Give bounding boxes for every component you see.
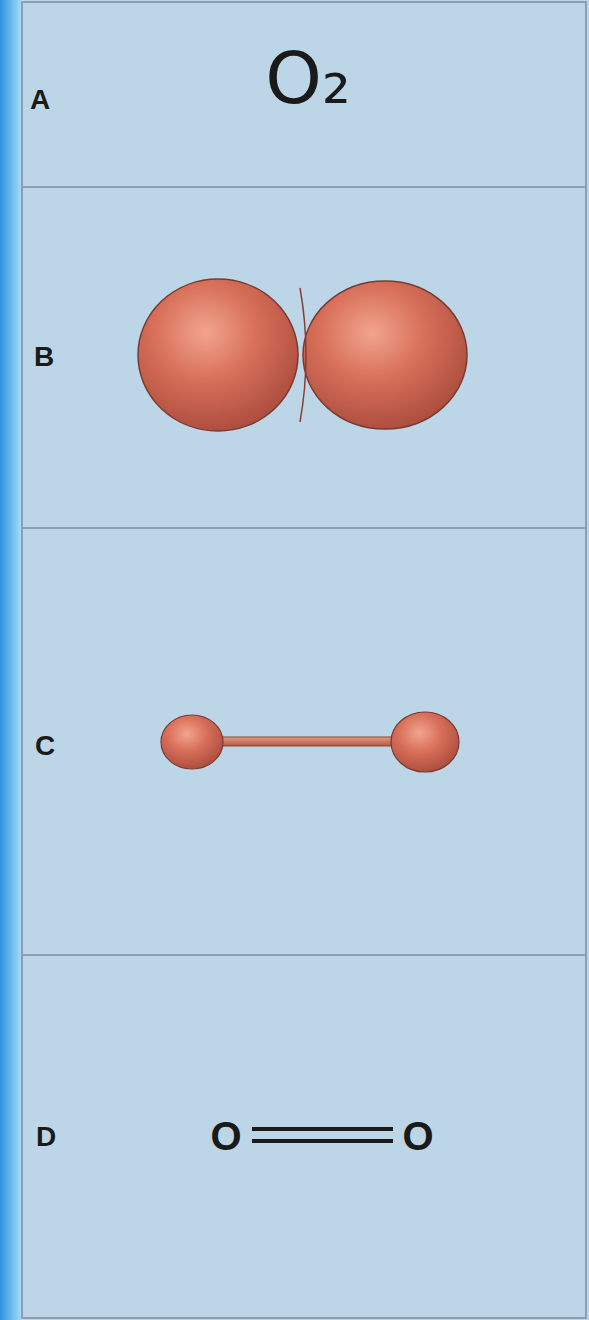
atom-symbol: O	[210, 1116, 241, 1156]
panel-divider	[22, 527, 586, 529]
panel-letter: D	[36, 1123, 56, 1151]
ball-and-stick-model	[161, 712, 459, 772]
atom-symbol: O	[402, 1116, 433, 1156]
edge-strip	[0, 0, 24, 1320]
panel-frame	[22, 2, 586, 1318]
panel-letter: B	[34, 343, 54, 371]
panel-divider	[22, 186, 586, 188]
panel-divider	[22, 954, 586, 956]
panel-letter: C	[35, 732, 55, 760]
space-filling-model	[138, 279, 467, 431]
panel-letter: A	[30, 86, 50, 114]
molecular-formula: O₂	[265, 42, 351, 114]
double-bond	[252, 1129, 393, 1141]
